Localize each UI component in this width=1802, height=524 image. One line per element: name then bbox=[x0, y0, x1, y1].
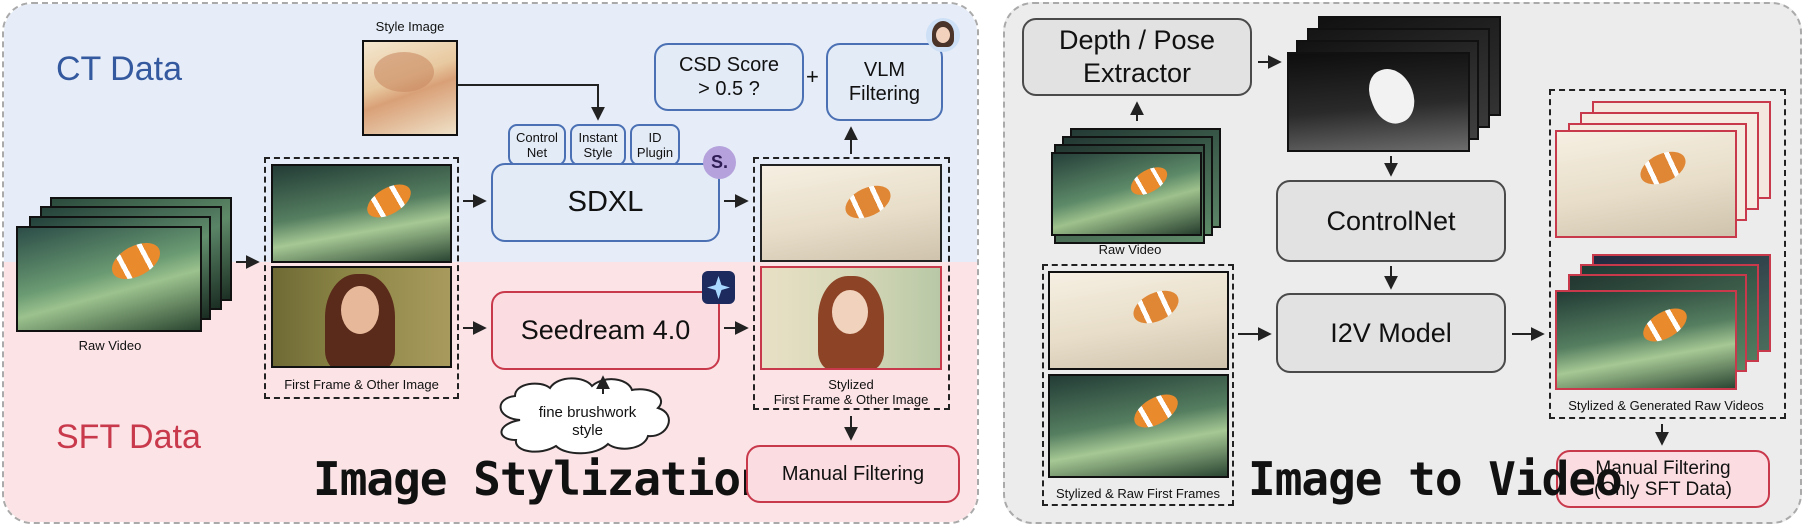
instantstyle-module: Instant Style bbox=[570, 124, 626, 166]
plus-sign: + bbox=[806, 64, 819, 89]
avatar-icon bbox=[926, 18, 960, 52]
portrait-face bbox=[832, 290, 868, 334]
portrait-image bbox=[271, 266, 452, 368]
depth-pose-extractor-box: Depth / Pose Extractor bbox=[1022, 18, 1252, 96]
first-frame-image bbox=[271, 164, 452, 263]
id-plugin-module: ID Plugin bbox=[630, 124, 680, 166]
style-image-foliage bbox=[374, 52, 434, 92]
clownfish-image bbox=[1128, 284, 1184, 330]
first-frame-group bbox=[264, 157, 459, 399]
image-to-video-title: Image to Video bbox=[1248, 452, 1623, 506]
clownfish-image bbox=[1126, 161, 1172, 201]
seedream-logo-icon bbox=[702, 271, 735, 304]
generated-video-frame bbox=[1555, 290, 1737, 390]
raw-video-frame bbox=[16, 226, 202, 332]
portrait-face bbox=[341, 286, 379, 334]
raw-video-frame bbox=[1051, 152, 1202, 236]
stylized-caption: Stylized First Frame & Other Image bbox=[773, 377, 929, 407]
clownfish-image bbox=[1637, 301, 1693, 349]
clownfish-image bbox=[106, 235, 166, 287]
image-stylization-title: Image Stylization bbox=[313, 452, 768, 506]
csd-score-box: CSD Score > 0.5 ? bbox=[654, 43, 804, 111]
generated-caption: Stylized & Generated Raw Videos bbox=[1568, 398, 1764, 413]
avatar-face bbox=[936, 27, 950, 43]
cloud-prompt-text: fine brushwork style bbox=[538, 404, 637, 439]
style-image-caption: Style Image bbox=[375, 19, 445, 34]
sdxl-badge-icon: S. bbox=[703, 146, 736, 179]
raw-video-caption: Raw Video bbox=[78, 338, 142, 353]
stylized-output-group bbox=[753, 157, 950, 410]
manual-filtering-sft-box: Manual Filtering (Only SFT Data) bbox=[1556, 450, 1770, 508]
controlnet-box: ControlNet bbox=[1276, 180, 1506, 262]
raw-video-caption-right: Raw Video bbox=[1098, 242, 1162, 257]
sdxl-box: SDXL bbox=[491, 163, 720, 242]
stylized-fish-image bbox=[760, 164, 942, 262]
depth-fish-silhouette bbox=[1362, 62, 1422, 130]
clownfish-image bbox=[1635, 145, 1691, 191]
generated-videos-group bbox=[1549, 89, 1786, 419]
manual-filtering-box: Manual Filtering bbox=[746, 445, 960, 503]
stylized-first-frame bbox=[1048, 271, 1229, 370]
stylized-portrait-image bbox=[760, 266, 942, 370]
i2v-model-box: I2V Model bbox=[1276, 293, 1506, 373]
clownfish-image bbox=[1128, 387, 1184, 435]
raw-first-frame bbox=[1048, 374, 1229, 478]
first-frame-caption: First Frame & Other Image bbox=[284, 377, 439, 392]
ct-data-label: CT Data bbox=[56, 50, 182, 88]
clownfish-image bbox=[840, 179, 896, 225]
first-frames-group bbox=[1042, 264, 1234, 506]
stylized-video-frame bbox=[1555, 130, 1737, 238]
clownfish-image bbox=[361, 177, 417, 225]
controlnet-module: Control Net bbox=[508, 124, 566, 166]
depth-map-frame bbox=[1287, 52, 1470, 152]
vlm-filtering-box: VLM Filtering bbox=[826, 43, 943, 121]
style-image bbox=[362, 40, 458, 136]
seedream-box: Seedream 4.0 bbox=[491, 291, 720, 370]
sft-data-label: SFT Data bbox=[56, 418, 201, 456]
stylized-raw-caption: Stylized & Raw First Frames bbox=[1056, 486, 1220, 501]
